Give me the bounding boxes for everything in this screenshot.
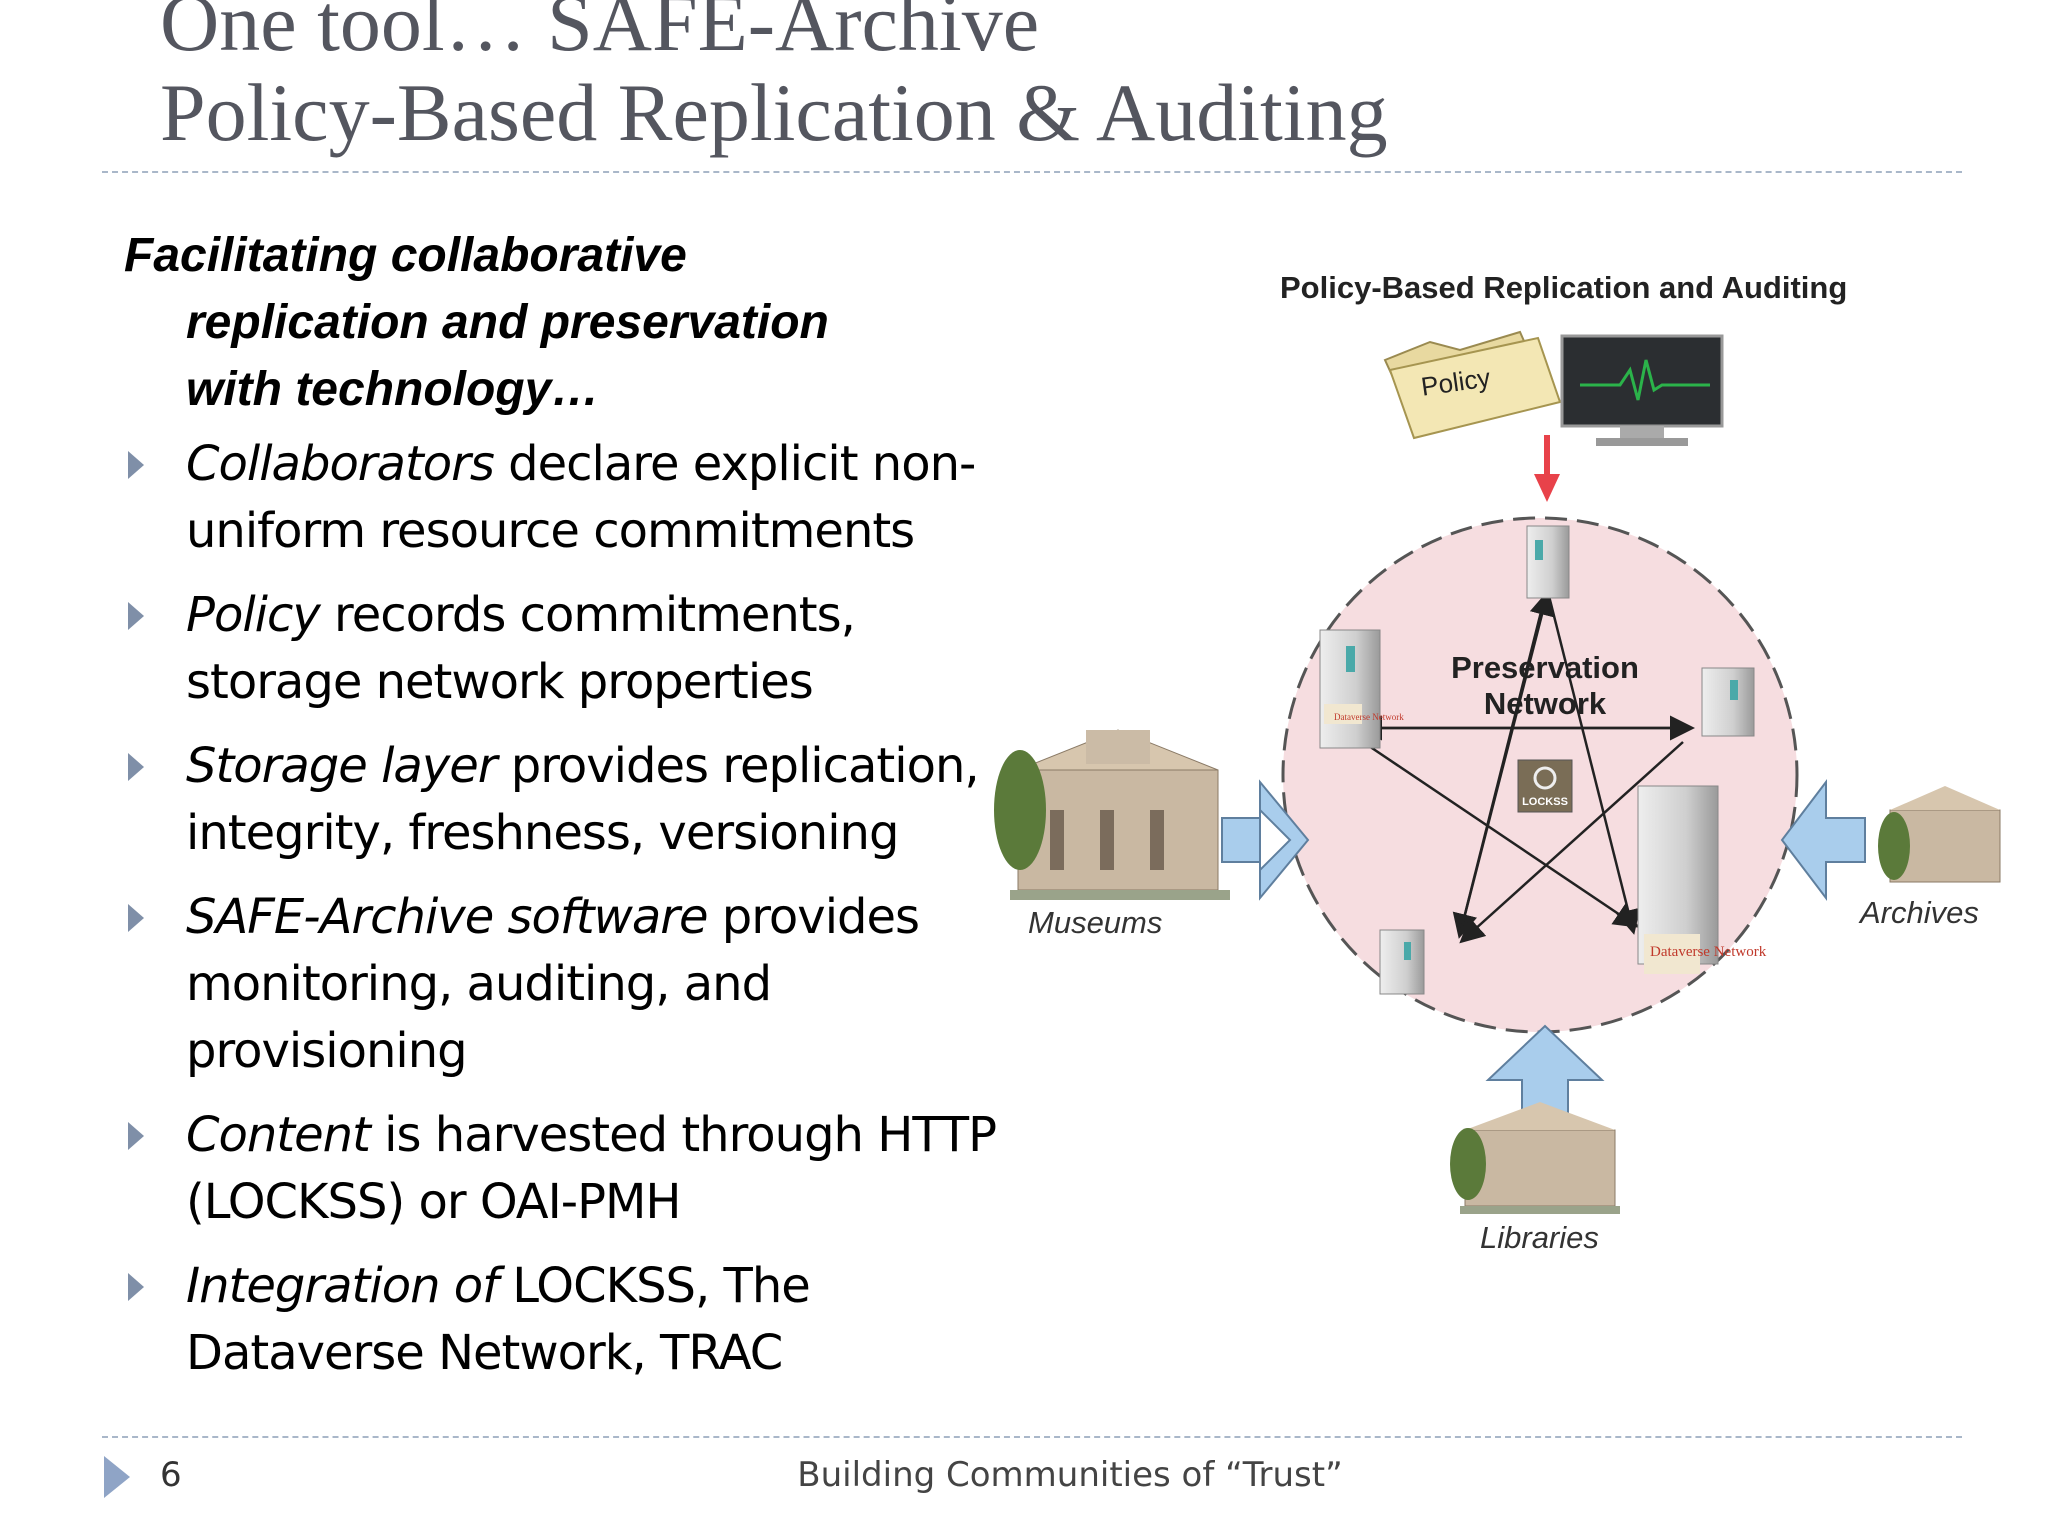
bullet-emphasis: SAFE-Archive software	[186, 889, 709, 945]
bullet-text: provides monitoring, auditing, and provi…	[186, 889, 920, 1079]
libraries-label: Libraries	[1480, 1220, 1599, 1255]
server-icon	[1526, 525, 1570, 599]
archives-label: Archives	[1860, 895, 1979, 930]
diagram-title: Policy-Based Replication and Auditing	[1280, 270, 1848, 305]
slide-title: One tool… SAFE-Archive Policy-Based Repl…	[160, 0, 1960, 158]
museums-label: Museums	[1028, 905, 1163, 940]
library-building-icon	[1450, 1102, 1620, 1214]
dataverse-label: Dataverse Network	[1650, 944, 1767, 960]
bullet-arrow-icon	[128, 904, 144, 932]
bullet-text: is harvested through HTTP (LOCKSS) or OA…	[186, 1107, 997, 1230]
bullet-arrow-icon	[128, 1273, 144, 1301]
page-number: 6	[160, 1455, 182, 1495]
blue-arrow-icon	[1485, 1024, 1605, 1119]
replication-arrows	[1357, 587, 1695, 944]
bullet-arrow-icon	[128, 451, 144, 479]
intro-heading: Facilitating collaborative replication a…	[124, 222, 1024, 423]
title-divider	[102, 171, 1962, 173]
bullet-item: Policy records commitments, storage netw…	[124, 582, 1024, 716]
bullet-text: declare explicit non-uniform resource co…	[186, 436, 976, 559]
bullet-text: provides replication, integrity, freshne…	[186, 738, 980, 861]
diagram-graphic: LOCKSS Dataverse Network Dataverse Netwo…	[994, 330, 2001, 1214]
bullet-arrow-icon	[128, 1122, 144, 1150]
title-line-1: One tool… SAFE-Archive	[160, 0, 1040, 68]
replication-diagram: LOCKSS Dataverse Network Dataverse Netwo…	[990, 250, 2010, 1270]
bullet-emphasis: Policy	[186, 587, 321, 643]
archives-building-icon	[1878, 786, 2001, 883]
preservation-network-label: Preservation Network	[1430, 650, 1660, 722]
policy-folder-icon	[1383, 330, 1562, 440]
bullet-item: Content is harvested through HTTP (LOCKS…	[124, 1102, 1024, 1236]
bullet-item: Storage layer provides replication, inte…	[124, 733, 1024, 867]
bullet-emphasis: Content	[186, 1107, 371, 1163]
bullet-list: Collaborators declare explicit non-unifo…	[124, 431, 1024, 1387]
bullet-text: records commitments, storage network pro…	[186, 587, 856, 710]
bullet-emphasis: Collaborators	[186, 436, 495, 492]
bullet-item: Collaborators declare explicit non-unifo…	[124, 431, 1024, 565]
server-icon	[1701, 667, 1755, 737]
svg-text:LOCKSS: LOCKSS	[1522, 796, 1568, 808]
bullet-emphasis: Integration of	[186, 1258, 499, 1314]
title-line-2: Policy-Based Replication & Auditing	[160, 67, 1388, 158]
footer-divider	[102, 1436, 1962, 1438]
dataverse-label: Dataverse Network	[1334, 712, 1404, 722]
blue-arrow-icon	[1780, 779, 1866, 901]
bullet-column: Facilitating collaborative replication a…	[124, 222, 1024, 1404]
bullet-arrow-icon	[128, 602, 144, 630]
bullet-item: Integration of LOCKSS, The Dataverse Net…	[124, 1253, 1024, 1387]
server-icon	[1379, 929, 1425, 995]
network-label-line-1: Preservation	[1451, 650, 1639, 685]
bullet-text: LOCKSS, The Dataverse Network, TRAC	[186, 1258, 811, 1381]
monitor-icon	[1560, 334, 1724, 446]
lockss-icon: LOCKSS	[1517, 759, 1573, 813]
blue-arrow-icon	[1221, 779, 1310, 901]
intro-line-3: with technology…	[186, 363, 600, 416]
bullet-item: SAFE-Archive software provides monitorin…	[124, 884, 1024, 1085]
footer-arrow-icon	[104, 1456, 130, 1498]
intro-line-2: replication and preservation	[186, 296, 829, 349]
server-icon	[1637, 785, 1719, 974]
bullet-emphasis: Storage layer	[186, 738, 497, 794]
museum-building-icon	[994, 729, 1230, 900]
bullet-arrow-icon	[128, 753, 144, 781]
intro-line-1: Facilitating collaborative	[124, 229, 687, 282]
server-icon	[1319, 629, 1381, 749]
footer-text: Building Communities of “Trust”	[797, 1455, 1343, 1495]
red-down-arrow-icon	[1534, 435, 1560, 502]
network-label-line-2: Network	[1483, 686, 1607, 721]
